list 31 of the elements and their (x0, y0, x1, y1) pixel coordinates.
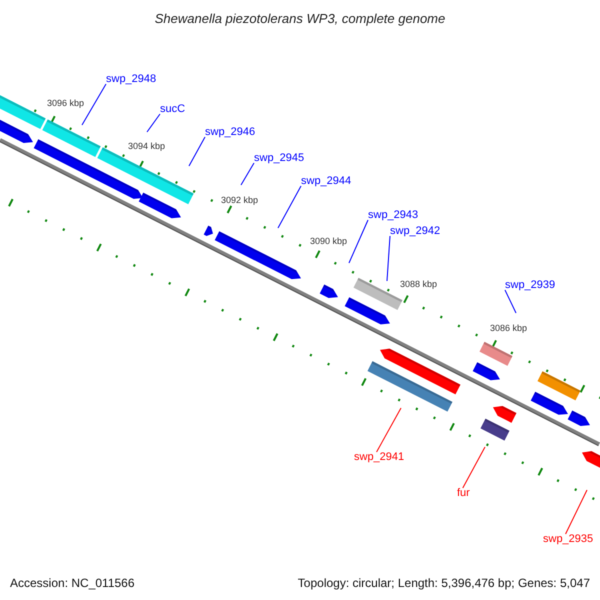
position-label: 3096 kbp (47, 98, 84, 109)
position-label: 3094 kbp (128, 141, 166, 152)
leader-line (386, 236, 390, 282)
leader-line (146, 114, 160, 132)
leader-line (348, 220, 368, 264)
position-label: 3088 kbp (400, 279, 438, 290)
gene-label: swp_2942 (390, 225, 440, 238)
genome-summary: Topology: circular; Length: 5,396,476 bp; Genes: 5,047 (298, 575, 590, 592)
position-label: 3092 kbp (221, 195, 258, 206)
gene-label: swp_2941 (354, 451, 404, 464)
leader-line (278, 186, 302, 228)
gene-label: swp_2935 (543, 533, 594, 546)
leader-line (188, 136, 206, 166)
leader-line (240, 162, 254, 186)
gene-label: swp_2945 (254, 152, 304, 165)
title: Shewanella piezotolerans WP3, complete genome (154, 10, 446, 28)
gene-label: swp_2943 (368, 209, 418, 222)
gene-label: swp_2944 (301, 175, 352, 188)
leader-line (376, 408, 402, 452)
gene-label: swp_2946 (205, 126, 256, 139)
position-label: 3086 kbp (490, 323, 528, 334)
gene-label: swp_2939 (505, 279, 556, 292)
gene-label: sucC (160, 103, 186, 116)
gene-label: fur (457, 487, 470, 500)
leader-line (565, 490, 588, 534)
accession-label: Accession: NC_011566 (10, 575, 135, 592)
position-label: 3090 kbp (310, 236, 348, 247)
leader-line (504, 290, 516, 314)
leader-line (82, 84, 106, 126)
gene-label: swp_2948 (106, 73, 156, 86)
leader-line (462, 446, 486, 488)
